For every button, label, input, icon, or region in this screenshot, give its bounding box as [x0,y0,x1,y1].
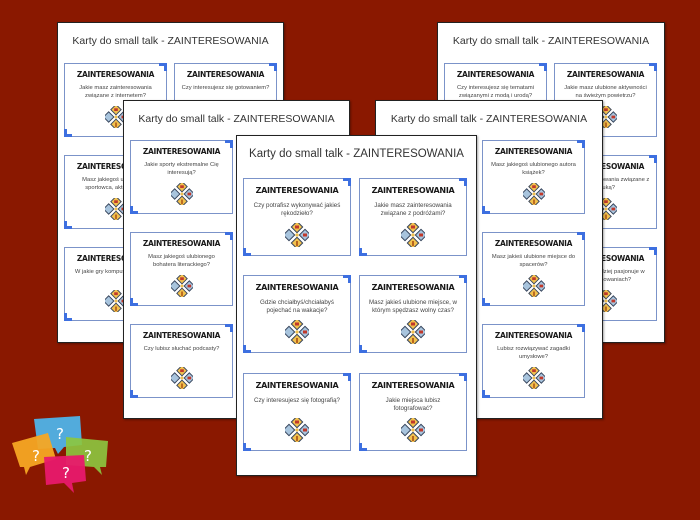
card: ZAINTERESOWANIA Masz jakieś ulubione mie… [482,232,585,306]
card-heading: ZAINTERESOWANIA [255,381,339,390]
card: ZAINTERESOWANIA Masz jakiegoś ulubionego… [130,232,233,306]
card-heading: ZAINTERESOWANIA [142,239,221,248]
card-question: Masz jakiegoś ulubionego bohatera litera… [148,254,215,268]
emblem-icon [522,367,545,389]
emblem-icon [401,320,425,344]
emblem-icon [285,320,309,344]
card-heading: ZAINTERESOWANIA [566,162,645,171]
speech-bubbles-question-icon: ? ? ? ? [8,415,108,495]
card-question: Gdzie chciałbyś/chciałabyś pojechać na w… [260,299,334,315]
card-question: W jakie gry komputerowe grać? [74,269,157,275]
emblem-icon [285,223,309,247]
card-question: Masz jakieś ulubione miejsce do spacerów… [491,254,576,268]
card-heading: ZAINTERESOWANIA [494,331,573,340]
card-question: Czy interesujesz się gotowaniem? [181,85,270,91]
card-heading: ZAINTERESOWANIA [76,70,155,79]
card-question: Lubisz rozwiązywać zagadki umysłowe? [497,346,570,360]
svg-text:?: ? [32,447,40,465]
card-question: Jakie masz zainteresowania związane z in… [79,85,152,99]
card: ZAINTERESOWANIA Czy potrafisz wykonywać … [243,178,351,256]
card-heading: ZAINTERESOWANIA [456,70,535,79]
card-heading: ZAINTERESOWANIA [142,147,221,156]
emblem-icon [522,275,545,297]
card-question: Masz zainteresowania związane z nauką? [561,177,650,191]
card-heading: ZAINTERESOWANIA [186,70,265,79]
card-heading: ZAINTERESOWANIA [76,254,155,263]
card-question: Czy potrafisz wykonywać jakieś rękodzieł… [253,202,341,218]
card-question: Czy interesujesz się fotografią? [254,397,340,404]
card: ZAINTERESOWANIA Gdzie chciałbyś/chciałab… [243,275,351,353]
svg-text:?: ? [62,464,70,482]
page-title: Karty do small talk - ZAINTERESOWANIA [138,113,335,125]
card-question: Jakie masz zainteresowania związane z po… [374,202,452,218]
card-heading: ZAINTERESOWANIA [142,331,221,340]
card-heading: ZAINTERESOWANIA [255,186,339,195]
page-title: Karty do small talk - ZAINTERESOWANIA [249,148,464,160]
card-heading: ZAINTERESOWANIA [566,254,645,263]
card: ZAINTERESOWANIA Masz jakieś ulubione mie… [359,275,467,353]
card-heading: ZAINTERESOWANIA [494,147,573,156]
card: ZAINTERESOWANIA Czy interesujesz się fot… [243,373,351,451]
page-title: Karty do small talk - ZAINTERESOWANIA [452,35,650,47]
card-heading: ZAINTERESOWANIA [371,283,455,292]
page-title: Karty do small talk - ZAINTERESOWANIA [390,113,588,125]
emblem-icon [170,367,193,389]
card-heading: ZAINTERESOWANIA [371,381,455,390]
card-question: Jakie miejsca lubisz fotografować? [385,397,441,413]
svg-text:?: ? [56,425,64,443]
page-title: Karty do small talk - ZAINTERESOWANIA [72,35,269,47]
emblem-icon [285,418,309,442]
card-question: Jakie masz ulubione aktywności na świeży… [564,85,647,99]
emblem-icon [170,183,193,205]
card-heading: ZAINTERESOWANIA [566,70,645,79]
card: ZAINTERESOWANIA Jakie sporty ekstremalne… [130,140,233,214]
card-heading: ZAINTERESOWANIA [255,283,339,292]
card-heading: ZAINTERESOWANIA [371,186,455,195]
card: ZAINTERESOWANIA Masz jakiegoś ulubionego… [482,140,585,214]
card-question: Masz jakieś ulubione miejsce, w którym s… [368,299,458,315]
card-heading: ZAINTERESOWANIA [494,239,573,248]
card: ZAINTERESOWANIA Jakie miejsca lubisz fot… [359,373,467,451]
card: ZAINTERESOWANIA Lubisz rozwiązywać zagad… [482,324,585,398]
emblem-icon [401,418,425,442]
card: ZAINTERESOWANIA Czy lubisz słuchać podca… [130,324,233,398]
emblem-icon [170,275,193,297]
card-question: Czy lubisz słuchać podcasty? [143,346,220,352]
card-question: Co cię najbardziej pasjonuje w zainteres… [566,269,645,283]
emblem-icon [401,223,425,247]
card-question: Masz jakiegoś ulubionego sportowca, akto… [82,177,149,191]
card-question: Czy interesujesz się tematami związanymi… [457,85,534,99]
page-front: Karty do small talk - ZAINTERESOWANIA ZA… [236,135,477,476]
card-heading: ZAINTERESOWANIA [76,162,155,171]
svg-text:?: ? [84,447,92,465]
emblem-icon [522,183,545,205]
card-question: Jakie sporty ekstremalne Cię interesują? [144,162,219,176]
card: ZAINTERESOWANIA Jakie masz zainteresowan… [359,178,467,256]
card-question: Masz jakiegoś ulubionego autora książek? [491,162,576,176]
